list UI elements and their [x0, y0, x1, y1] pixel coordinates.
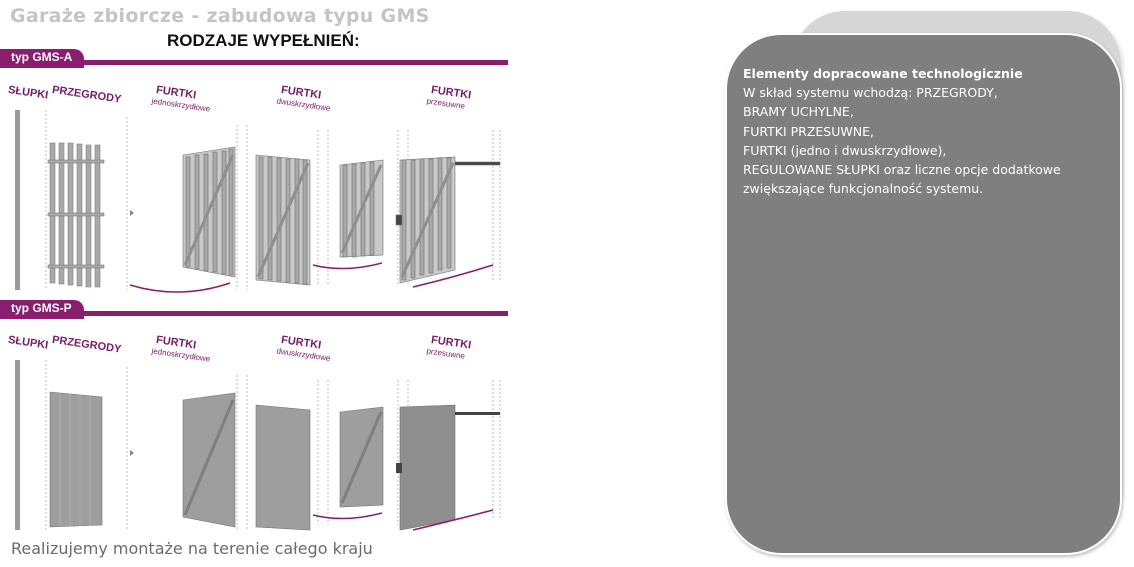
category-label-slupki-p: SŁUPKI: [7, 334, 49, 352]
category-label-przegrody-a: PRZEGRODY: [51, 84, 123, 106]
single-gate-shape: [182, 146, 236, 278]
info-card-line: REGULOWANE SŁUPKI oraz liczne opcje doda…: [743, 162, 1061, 178]
info-card-line: W skład systemu wchodzą: PRZEGRODY,: [743, 85, 998, 101]
section-subtitle: RODZAJE WYPEŁNIEŃ:: [167, 31, 360, 50]
category-label-przegrody-p: PRZEGRODY: [51, 334, 123, 356]
page-title: Garaże zbiorcze - zabudowa typu GMS: [10, 5, 430, 27]
band-label-gms-p: typ GMS-P: [0, 300, 84, 319]
info-card-heading: Elementy dopracowane technologicznie: [743, 66, 1023, 81]
gms-p-illustration: [15, 360, 501, 531]
panel-partition-shape: [49, 391, 103, 528]
info-card-line: zwiększające funkcjonalność systemu.: [743, 181, 984, 197]
gms-a-illustration: [15, 110, 501, 293]
band-line-gms-a: [0, 60, 508, 65]
panel-sliding-gate-shape: [399, 404, 456, 531]
info-card-line: FURTKI PRZESUWNE,: [743, 123, 874, 139]
info-card-text: Elementy dopracowane technologicznie W s…: [743, 64, 1113, 198]
post-shape: [15, 360, 20, 530]
info-card-line: FURTKI (jedno i dwuskrzydłowe),: [743, 142, 947, 158]
footer-note: Realizujemy montaże na terenie całego kr…: [11, 539, 373, 558]
partition-shape: [47, 142, 105, 288]
panel-double-gate-shape: [255, 404, 311, 531]
info-card-line: BRAMY UCHYLNE,: [743, 104, 854, 120]
band-label-gms-a: typ GMS-A: [0, 49, 85, 68]
double-gate-shape: [255, 154, 384, 286]
post-shape: [15, 110, 20, 290]
category-label-slupki-a: SŁUPKI: [7, 84, 49, 102]
sliding-gate-shape: [395, 156, 501, 284]
band-line-gms-p: [0, 311, 508, 316]
info-card: [725, 33, 1122, 555]
